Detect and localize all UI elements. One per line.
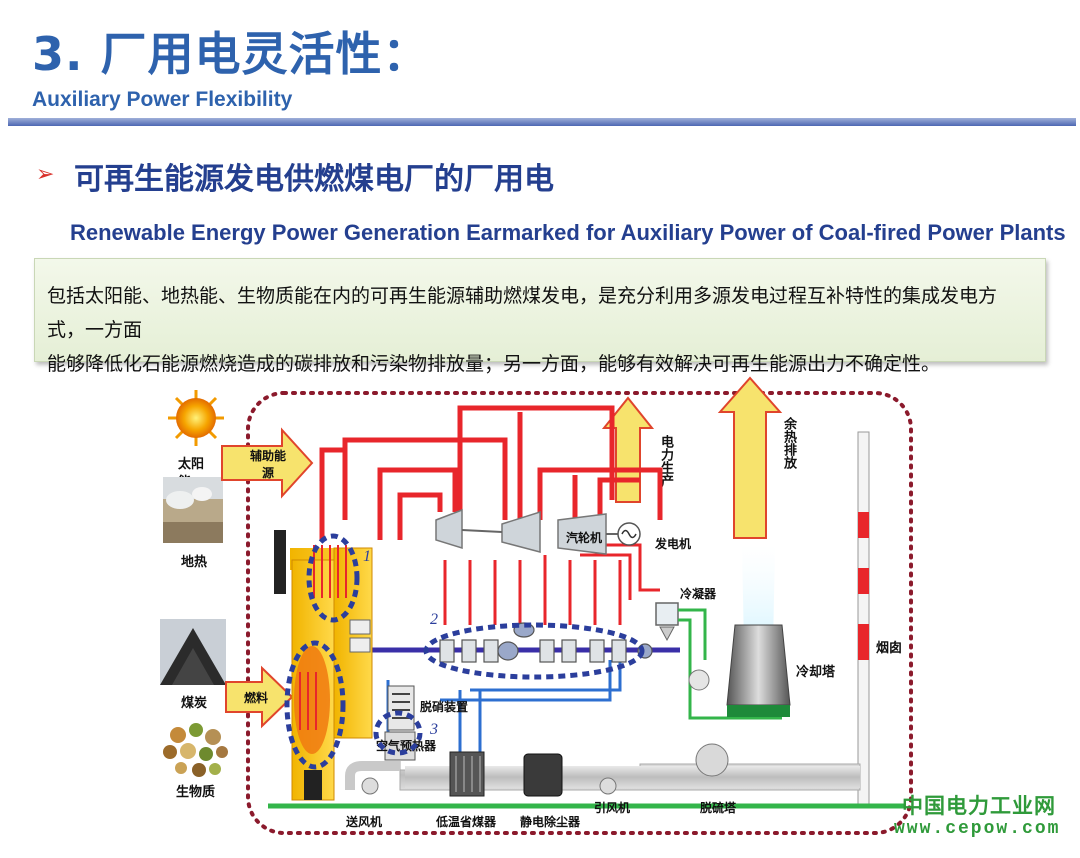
description-box: 包括太阳能、地热能、生物质能在内的可再生能源辅助燃煤发电，是充分利用多源发电过程… [34, 258, 1046, 375]
fuel-label: 燃料 [244, 690, 268, 705]
biomass-label: 生物质 [176, 784, 215, 800]
marker-1: 1 [363, 548, 371, 565]
bullet-arrow-icon: ➢ [36, 162, 55, 187]
description-line-2: 能够降低化石能源燃烧造成的碳排放和污染物排放量；另一方面，能够有效解决可再生能源… [47, 353, 941, 375]
solar-collector [274, 530, 286, 594]
turbine-label: 汽轮机 [566, 530, 602, 545]
furnace-flame [294, 646, 330, 754]
header-divider [8, 118, 1076, 126]
condenser-icon [655, 602, 679, 626]
highlight-ellipse-3 [373, 710, 423, 756]
steam-pipes [319, 405, 663, 540]
highlight-ellipse-furnace [284, 640, 346, 770]
cw-pump-icon [688, 669, 710, 691]
marker-3: 3 [429, 721, 438, 738]
ip-turbine [501, 510, 541, 553]
induced-fan-label: 引风机 [594, 800, 630, 815]
coal-image [160, 619, 226, 685]
denitration-unit [387, 685, 415, 731]
page-title: 3. 厂用电灵活性： [32, 27, 430, 81]
coal-label: 煤炭 [181, 695, 207, 711]
desulfurization-label: 脱硫塔 [700, 800, 737, 815]
highlight-ellipse-1 [306, 533, 360, 623]
aux-energy-label-1: 辅助能 [250, 448, 286, 463]
geothermal-label: 地热 [181, 554, 207, 570]
air-preheater-label: 空气预热器 [376, 738, 437, 753]
chimney-label: 烟囱 [876, 640, 902, 656]
low-temp-economizer-label: 低温省煤器 [435, 814, 497, 829]
waste-heat-arrow [717, 376, 783, 539]
biomass-image [163, 723, 228, 777]
forced-fan-icon [361, 777, 379, 795]
watermark-cn: 中国电力工业网 [902, 794, 1056, 818]
marker-2: 2 [430, 611, 438, 628]
highlight-ellipse-2 [423, 622, 645, 680]
forced-fan-label: 送风机 [345, 814, 382, 829]
cooling-tower-label: 冷却塔 [796, 664, 836, 680]
watermark-url: www.cepow.com [894, 819, 1061, 839]
hp-turbine [435, 508, 463, 550]
fuel-arrow [225, 665, 294, 729]
esp-label: 静电除尘器 [520, 814, 581, 829]
sun-icon [168, 390, 224, 446]
chimney [857, 431, 870, 805]
page-subtitle: Auxiliary Power Flexibility [32, 88, 293, 111]
description-line-1: 包括太阳能、地热能、生物质能在内的可再生能源辅助燃煤发电，是充分利用多源发电过程… [47, 285, 998, 341]
cooling-tower [726, 624, 791, 706]
system-boundary [246, 391, 913, 835]
low-temp-economizer [449, 751, 485, 797]
aux-energy-label-2: 源 [262, 465, 274, 480]
esp-unit [523, 753, 563, 797]
section-title-en: Renewable Energy Power Generation Earmar… [70, 220, 1066, 245]
lp-turbine [557, 513, 607, 555]
denitration-label: 脱硝装置 [420, 699, 468, 714]
section-title: 可再生能源发电供燃煤电厂的厂用电 [74, 162, 554, 197]
desulfurization-tower [695, 743, 729, 777]
feedwater-heaters [439, 622, 653, 663]
condenser-label: 冷凝器 [680, 586, 717, 601]
geothermal-image [163, 477, 223, 543]
generator-label: 发电机 [654, 536, 691, 551]
induced-fan-icon [599, 777, 617, 795]
aux-energy-arrow [221, 427, 314, 499]
solar-label-1: 太阳 [177, 456, 204, 472]
power-production-arrow [601, 396, 655, 503]
